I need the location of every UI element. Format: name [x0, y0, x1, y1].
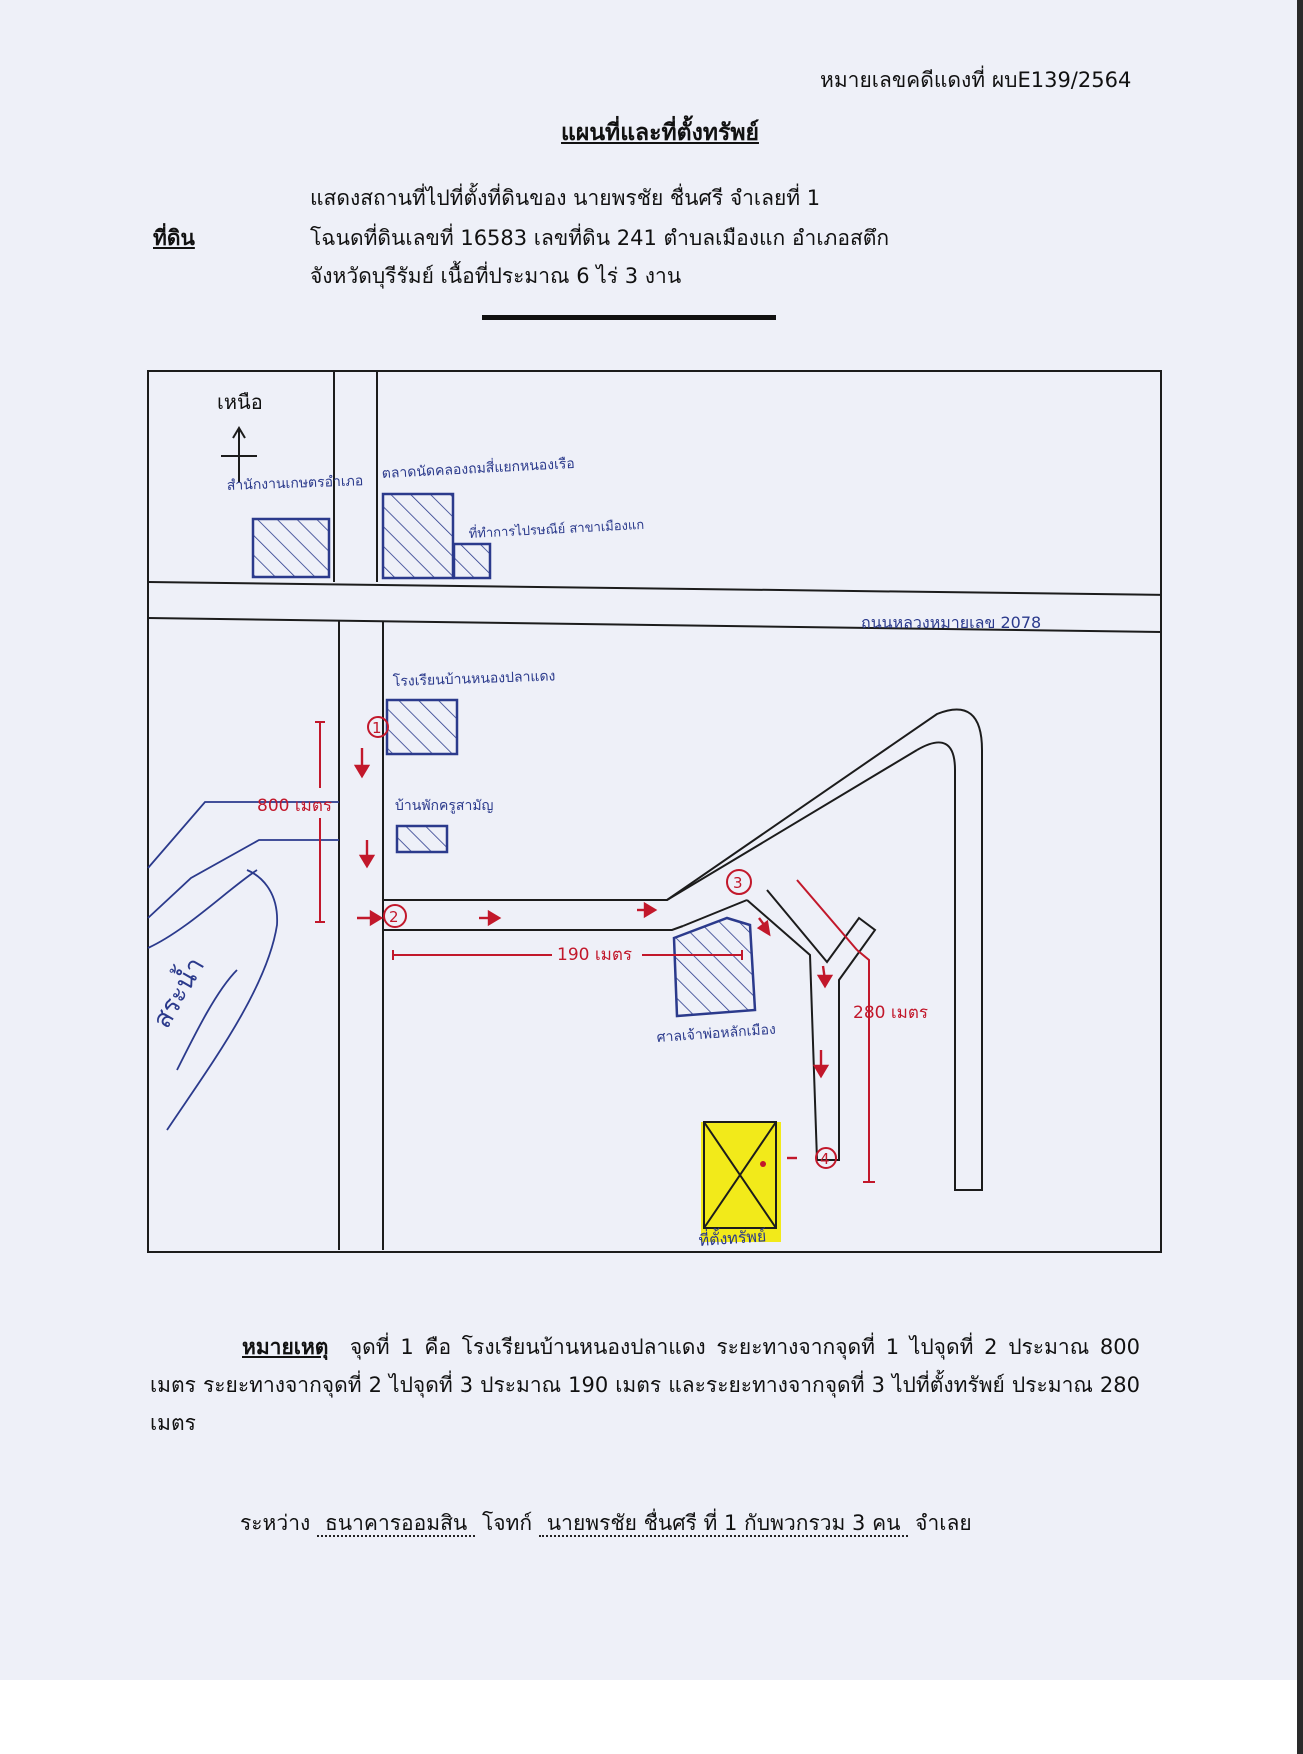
point-2: 2 — [389, 908, 399, 926]
remark-paragraph: หมายเหตุ จุดที่ 1 คือ โรงเรียนบ้านหนองปล… — [150, 1328, 1140, 1442]
label-school: โรงเรียนบ้านหนองปลาแดง — [393, 667, 556, 690]
document-page — [0, 0, 1303, 1680]
remark-text: จุดที่ 1 คือ โรงเรียนบ้านหนองปลาแดง ระยะ… — [150, 1335, 1140, 1435]
land-label: ที่ดิน — [153, 226, 195, 250]
remark-label: หมายเหตุ — [242, 1335, 329, 1359]
point-4: 4 — [820, 1150, 830, 1168]
distance-190: 190 เมตร — [557, 945, 632, 965]
point-markers — [367, 716, 837, 1169]
distance-280: 280 เมตร — [853, 1003, 928, 1023]
scan-edge — [1297, 0, 1303, 1754]
shrine-building — [672, 916, 757, 1018]
map-frame — [147, 370, 1162, 1253]
top-small-building — [452, 542, 492, 580]
parties-line: ระหว่าง ธนาคารออมสิน โจทก์ นายพรชัย ชื่น… — [240, 1507, 972, 1540]
land-area-line: จังหวัดบุรีรัมย์ เนื้อที่ประมาณ 6 ไร่ 3 … — [310, 264, 682, 288]
defendant-name: นายพรชัย ชื่นศรี ที่ 1 กับพวกรวม 3 คน — [538, 1511, 909, 1537]
plaintiff-name: ธนาคารออมสิน — [316, 1511, 476, 1537]
distance-lines — [315, 721, 875, 1183]
plaintiff-role: โจทก์ — [481, 1511, 533, 1535]
north-arrow — [221, 426, 257, 482]
location-map: เหนือ สำนักงานเกษตรอำเภอ ตลาดนัดคลองถมสี… — [147, 370, 1162, 1253]
label-top-left-building: สำนักงานเกษตรอำเภอ — [227, 473, 364, 494]
case-number: หมายเลขคดีแดงที่ ผบE139/2564 — [820, 68, 1132, 92]
main-road — [147, 581, 1162, 633]
road-label: ถนนหลวงหมายเลข 2078 — [861, 613, 1041, 632]
pond-area — [147, 801, 339, 1131]
land-deed-line: โฉนดที่ดินเลขที่ 16583 เลขที่ดิน 241 ตำบ… — [310, 226, 890, 250]
separator-line — [482, 315, 776, 320]
school-building — [385, 698, 459, 756]
point-3: 3 — [733, 874, 743, 892]
distance-800: 800 เมตร — [257, 796, 332, 816]
side-road — [746, 889, 877, 1161]
land-owner-line: แสดงสถานที่ไปที่ตั้งที่ดินของ นายพรชัย ช… — [310, 186, 821, 210]
vertical-road — [333, 371, 384, 1250]
branch-road — [383, 708, 983, 1191]
between-label: ระหว่าง — [240, 1511, 311, 1535]
label-shop: บ้านพักครูสามัญ — [395, 798, 494, 814]
property-site — [701, 1121, 781, 1242]
label-top-small-building: ที่ทำการไปรษณีย์ สาขาเมืองแก — [468, 516, 644, 542]
document-title: แผนที่และที่ตั้งทรัพย์ — [561, 120, 759, 146]
point-1: 1 — [372, 719, 382, 737]
defendant-role: จำเลย — [915, 1511, 972, 1535]
label-big-building: ศาลเจ้าพ่อหลักเมือง — [656, 1022, 776, 1046]
top-middle-building — [381, 492, 455, 580]
red-arrows — [353, 748, 834, 1160]
top-left-building — [251, 517, 331, 579]
shop-building — [395, 824, 449, 854]
north-label: เหนือ — [217, 390, 263, 414]
label-top-middle-building: ตลาดนัดคลองถมสี่แยกหนองเรือ — [381, 454, 575, 482]
